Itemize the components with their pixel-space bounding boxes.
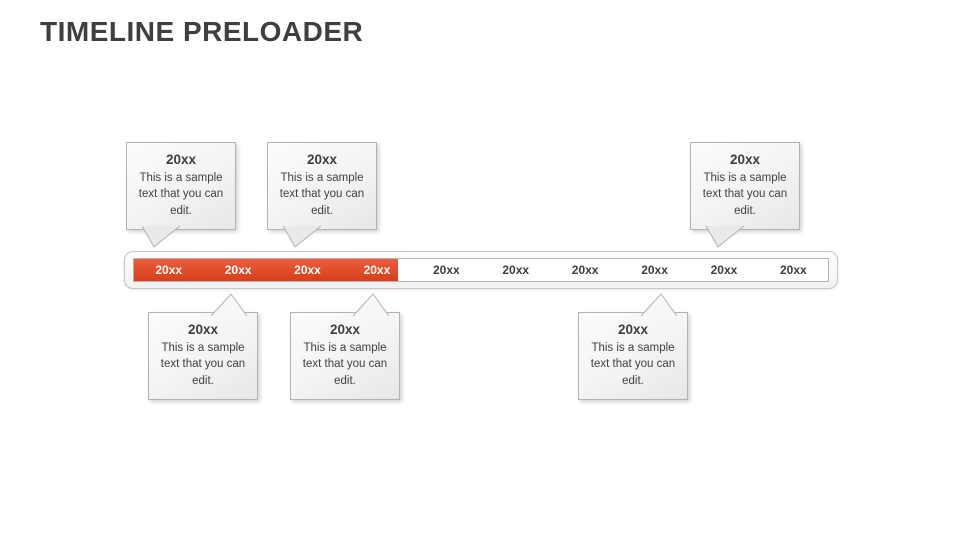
timeline-segment: 20xx <box>641 263 668 277</box>
callout-text: This is a sample text that you can edit. <box>138 172 224 217</box>
timeline-labels: 20xx 20xx 20xx 20xx 20xx 20xx 20xx 20xx … <box>134 259 828 281</box>
timeline-segment: 20xx <box>155 263 183 277</box>
callout-top-1: 20xx This is a sample text that you can … <box>126 142 236 248</box>
callout-top-2: 20xx This is a sample text that you can … <box>267 142 377 248</box>
callout-tail-down <box>282 226 322 248</box>
callout-text: This is a sample text that you can edit. <box>702 172 788 217</box>
callout-bottom-3: 20xx This is a sample text that you can … <box>578 293 688 400</box>
callout-bottom-1: 20xx This is a sample text that you can … <box>148 293 258 400</box>
timeline-segment: 20xx <box>710 263 738 277</box>
timeline-segment: 20xx <box>294 263 321 277</box>
timeline-segment: 20xx <box>780 263 807 277</box>
timeline-segment: 20xx <box>363 263 391 277</box>
callout-year: 20xx <box>165 152 197 167</box>
callout-top-3: 20xx This is a sample text that you can … <box>690 142 800 248</box>
callout-year: 20xx <box>187 322 219 337</box>
callout-text: This is a sample text that you can edit. <box>302 342 388 387</box>
callout-tail-down <box>141 226 181 248</box>
callout-year: 20xx <box>329 322 361 337</box>
timeline-segment: 20xx <box>432 263 460 277</box>
timeline-segment: 20xx <box>571 263 599 277</box>
timeline-bar: 20xx 20xx 20xx 20xx 20xx 20xx 20xx 20xx … <box>124 251 838 289</box>
callout-text: This is a sample text that you can edit. <box>279 172 365 217</box>
callout-text: This is a sample text that you can edit. <box>160 342 246 387</box>
callout-year: 20xx <box>617 322 649 337</box>
callout-tail-up <box>352 293 390 316</box>
callout-year: 20xx <box>729 152 761 167</box>
callout-tail-up <box>210 293 248 316</box>
callout-tail-down <box>705 226 745 248</box>
callout-tail-up <box>640 293 678 316</box>
slide-title: TIMELINE PRELOADER <box>40 16 364 47</box>
callout-bottom-2: 20xx This is a sample text that you can … <box>290 293 400 400</box>
timeline-track: 20xx 20xx 20xx 20xx 20xx 20xx 20xx 20xx … <box>133 258 829 282</box>
timeline-segment: 20xx <box>224 263 252 277</box>
callout-text: This is a sample text that you can edit. <box>590 342 676 387</box>
callout-year: 20xx <box>306 152 338 167</box>
timeline-segment: 20xx <box>502 263 530 277</box>
timeline-progress-fill <box>134 259 398 281</box>
